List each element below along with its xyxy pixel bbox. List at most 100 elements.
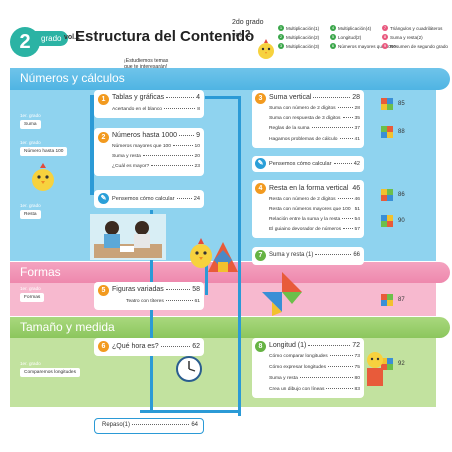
legend-label: Multiplicación(1) xyxy=(286,25,320,31)
unit-number-badge: 1 xyxy=(98,94,109,105)
unit-page: 72 xyxy=(352,342,360,349)
subtopic-page: 37 xyxy=(354,126,360,131)
prev-topic-formas: Formas xyxy=(20,293,45,302)
unit-number-badge: 6 xyxy=(98,341,109,352)
numeros-title: Números y cálculos xyxy=(20,71,125,85)
legend-label: Multiplicación(3) xyxy=(286,43,320,49)
unit-page: 46 xyxy=(352,185,361,192)
flow-arrow xyxy=(238,96,241,416)
subtopic-label: Suma con número de 2 dígitos xyxy=(269,106,336,111)
side-page-ref: 87 xyxy=(398,297,405,303)
unit-panel[interactable] xyxy=(94,418,204,434)
legend-number-badge: 3 xyxy=(278,43,284,49)
side-page-ref: 88 xyxy=(398,129,405,135)
cube-icon xyxy=(381,98,393,110)
clock-icon xyxy=(176,356,202,382)
unit-panel[interactable] xyxy=(252,156,364,172)
flow-arrow xyxy=(205,250,208,295)
subtopic-page: 8 xyxy=(197,107,200,112)
grade-number-badge: 2 xyxy=(10,27,40,57)
unit-number-badge: 3 xyxy=(255,93,266,104)
chick-mascot-icon xyxy=(32,163,54,191)
flow-arrow xyxy=(90,95,94,195)
subtopic-label: Teatro con títeres xyxy=(126,299,164,304)
unit-row[interactable]: Repaso(1)64 xyxy=(102,422,198,428)
legend-number-badge: 1 xyxy=(278,25,284,31)
subtopic-row[interactable]: ¿Cuál es mayor? 23 xyxy=(112,164,200,169)
unit-panel[interactable] xyxy=(94,190,204,208)
subtopic-page: 57 xyxy=(354,227,360,232)
legend-label: Números mayores que 1000 xyxy=(338,43,396,49)
legend-label: Multiplicación(4) xyxy=(338,25,372,31)
subtopic-row[interactable]: Reglas de la suma 37 xyxy=(269,126,360,131)
unit-title: Figuras variadas xyxy=(112,286,164,293)
side-page-ref: 90 xyxy=(398,218,405,224)
subtopic-label: Reglas de la suma xyxy=(269,126,310,131)
tangram-icon xyxy=(262,272,302,316)
legend-label: Resumen de segundo grado xyxy=(390,43,448,49)
shapes-icon xyxy=(208,242,238,272)
unit-number-badge: 5 xyxy=(98,285,109,296)
unit-title: Resta en la forma vertical xyxy=(269,185,349,192)
subtopic-page: 35 xyxy=(354,116,360,121)
unit-page: 28 xyxy=(352,94,360,101)
subtopic-row[interactable]: Acertando en el blanco 8 xyxy=(112,107,200,112)
unit-title: Suma y resta (1) xyxy=(269,252,314,258)
unit-title: ¿Qué hora es? xyxy=(112,343,159,350)
prev-topic-resta: Resta xyxy=(20,210,41,219)
legend-number-badge: 2 xyxy=(278,34,284,40)
cube-icon xyxy=(381,215,393,227)
unit-number-badge: 8 xyxy=(255,341,266,352)
grade-tag: grado xyxy=(34,31,69,46)
unit-number-badge: 2 xyxy=(98,132,109,143)
tamano-band-header xyxy=(10,317,450,338)
unit-title: Pensemos cómo calcular xyxy=(269,161,332,167)
prev-topic-numero: Número hasta 100 xyxy=(20,147,68,156)
unit-row[interactable]: Suma y resta (1)66 xyxy=(269,252,360,258)
unit-title: Longitud (1) xyxy=(269,342,307,349)
subtopic-page: 23 xyxy=(194,164,200,169)
unit-panel[interactable] xyxy=(94,338,204,356)
next-grade-label: 2do grado xyxy=(232,19,264,26)
unit-row[interactable]: ¿Qué hora es?62 xyxy=(112,343,200,350)
unit-panel[interactable] xyxy=(94,128,204,176)
subtopic-label: Resta con número de 2 dígitos xyxy=(269,197,336,202)
unit-row[interactable]: Longitud (1) 72 xyxy=(269,342,360,349)
unit-title: Números hasta 1000 xyxy=(112,132,177,139)
side-page-ref: 92 xyxy=(398,361,405,367)
subtopic-page: 80 xyxy=(354,376,360,381)
unit-panel[interactable] xyxy=(252,247,364,265)
subtopic-label: ¿Cuál es mayor? xyxy=(112,164,150,169)
subtopic-label: Resta con números mayores que 100 xyxy=(269,207,351,212)
unit-panel[interactable] xyxy=(94,90,204,118)
unit-title: Tablas y gráficas xyxy=(112,94,165,101)
prev-topic-suma: Suma xyxy=(20,120,41,129)
unit-panel[interactable] xyxy=(94,282,204,310)
subtopic-label: Acertando en el blanco xyxy=(112,107,163,112)
subtopic-page: 41 xyxy=(354,137,360,142)
